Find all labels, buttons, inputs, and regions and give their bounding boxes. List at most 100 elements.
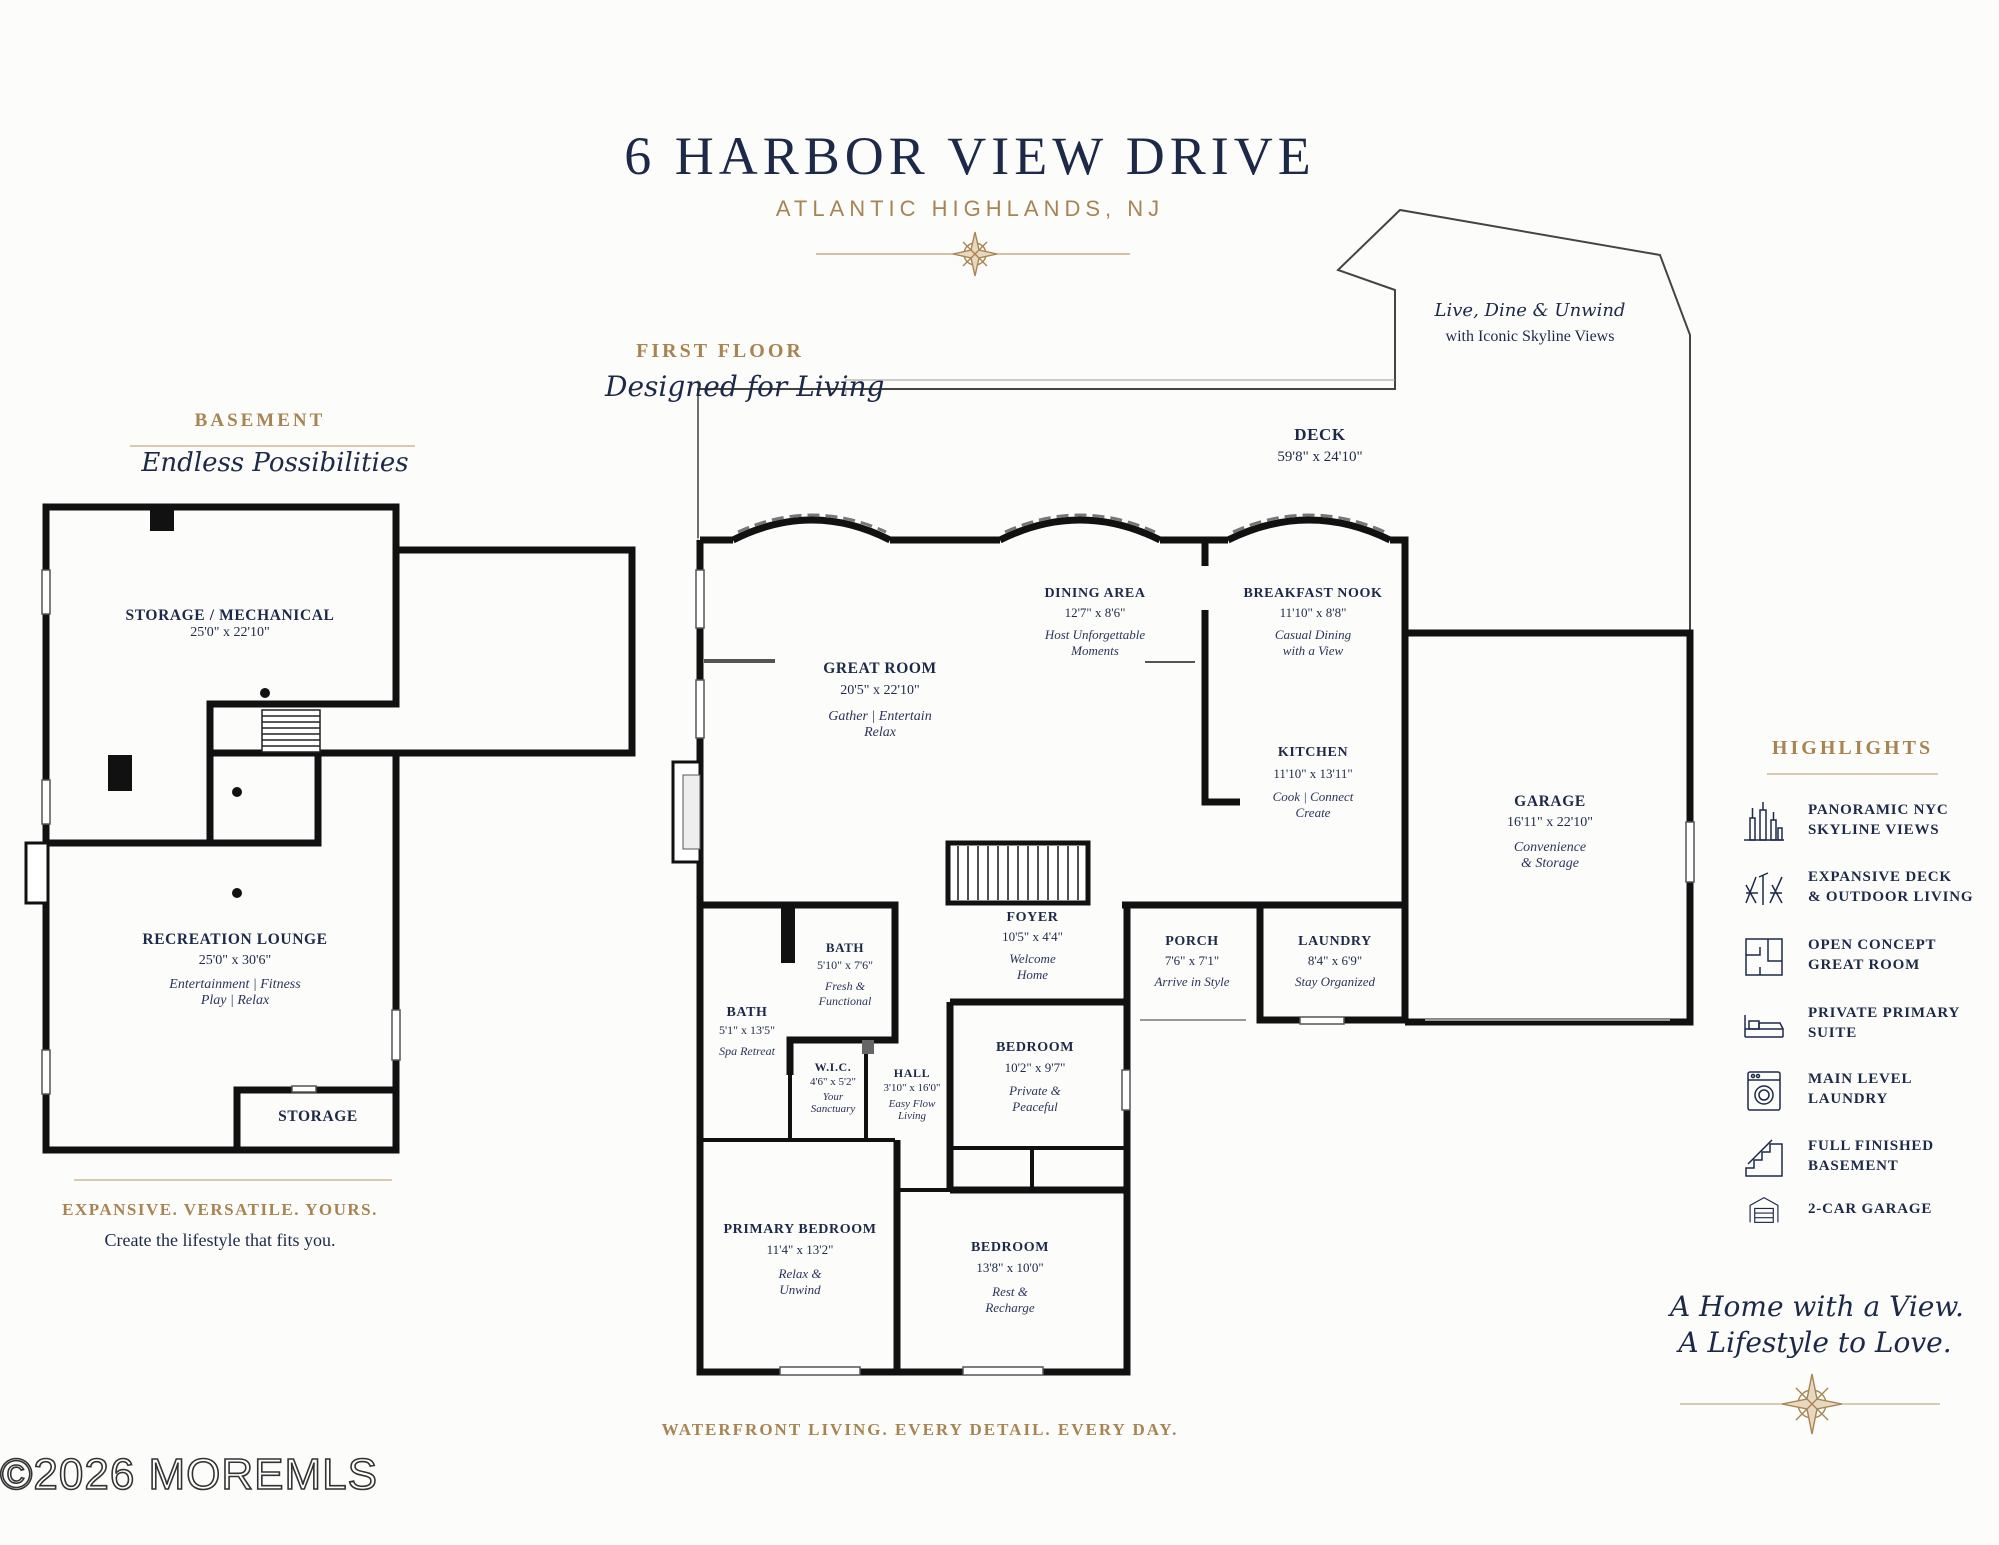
deck-note: with Iconic Skyline Views bbox=[1445, 328, 1615, 345]
room-recreation-lounge: RECREATION LOUNGE 25'0" x 30'6" Entertai… bbox=[115, 931, 355, 1009]
room-desc: Create bbox=[1295, 805, 1331, 820]
room-name: DINING AREA bbox=[1044, 586, 1146, 601]
room-dims: 11'4" x 13'2" bbox=[766, 1242, 834, 1257]
room-desc: Arrive in Style bbox=[1154, 974, 1230, 989]
room-desc: Gather | Entertain bbox=[828, 709, 932, 724]
room-dims: 25'0" x 30'6" bbox=[198, 953, 272, 968]
highlight-line: PANORAMIC NYC bbox=[1808, 802, 1949, 818]
skyline-icon bbox=[1744, 802, 1784, 841]
room-dims: 13'8" x 10'0" bbox=[976, 1260, 1044, 1275]
room-name: FOYER bbox=[1006, 910, 1059, 925]
slogan-line-1: A Home with a View. bbox=[1670, 1290, 1964, 1323]
highlights-heading: HIGHLIGHTS bbox=[1771, 737, 1934, 759]
room-name: BATH bbox=[825, 940, 865, 955]
room-desc: Play | Relax bbox=[200, 993, 270, 1008]
room-bedroom-b: BEDROOM 13'8" x 10'0" Rest & Recharge bbox=[950, 1240, 1070, 1316]
room-bedroom-a: BEDROOM 10'2" x 9'7" Private & Peaceful bbox=[975, 1040, 1095, 1115]
room-name: PORCH bbox=[1165, 934, 1219, 949]
room-desc: & Storage bbox=[1521, 856, 1579, 871]
room-desc: Welcome bbox=[1009, 951, 1056, 966]
compass-rose-icon bbox=[952, 231, 998, 277]
room-dims: 16'11" x 22'10" bbox=[1507, 815, 1593, 830]
room-laundry: LAUNDRY 8'4" x 6'9" Stay Organized bbox=[1270, 934, 1400, 990]
room-dims: 3'10" x 16'0" bbox=[883, 1082, 941, 1094]
room-wic: W.I.C. 4'6" x 5'2" Your Sanctuary bbox=[796, 1060, 870, 1115]
highlight-item: 2-CAR GARAGE bbox=[1742, 1193, 1978, 1227]
room-desc: Moments bbox=[1071, 643, 1119, 658]
highlight-line: FULL FINISHED bbox=[1808, 1138, 1934, 1154]
room-desc: Rest & bbox=[992, 1284, 1028, 1299]
basement-footer-heading: EXPANSIVE. VERSATILE. YOURS. bbox=[62, 1200, 378, 1219]
room-desc: Casual Dining bbox=[1274, 627, 1352, 642]
highlight-line: BASEMENT bbox=[1808, 1158, 1899, 1174]
room-name: LAUNDRY bbox=[1298, 934, 1372, 949]
room-bath-main: BATH 5'1" x 13'5" Spa Retreat bbox=[706, 1005, 788, 1059]
room-dims: 25'0" x 22'10" bbox=[190, 625, 270, 640]
compass-rose-icon bbox=[1781, 1373, 1843, 1435]
room-dims: 20'5" x 22'10" bbox=[840, 683, 920, 698]
room-dims: 5'10" x 7'6" bbox=[816, 958, 874, 972]
room-hall: HALL 3'10" x 16'0" Easy Flow Living bbox=[874, 1066, 950, 1122]
floorplan-icon bbox=[1745, 938, 1783, 976]
room-desc: with a View bbox=[1282, 643, 1344, 658]
room-great-room: GREAT ROOM 20'5" x 22'10" Gather | Enter… bbox=[780, 660, 980, 741]
room-desc: Unwind bbox=[779, 1282, 821, 1297]
room-dims: 59'8" x 24'10" bbox=[1277, 449, 1363, 465]
stairs-icon bbox=[1745, 1139, 1783, 1177]
basement-footer-text: Create the lifestyle that fits you. bbox=[104, 1230, 336, 1250]
highlight-line: EXPANSIVE DECK bbox=[1808, 869, 1952, 885]
highlight-line: & OUTDOOR LIVING bbox=[1808, 889, 1974, 905]
basement-heading: BASEMENT bbox=[194, 410, 326, 431]
washer-icon bbox=[1747, 1071, 1781, 1111]
room-desc: Stay Organized bbox=[1294, 974, 1376, 989]
room-desc: Living bbox=[897, 1110, 927, 1122]
room-name: RECREATION LOUNGE bbox=[142, 931, 328, 948]
page-title: 6 HARBOR VIEW DRIVE bbox=[624, 126, 1316, 186]
room-desc: Easy Flow bbox=[888, 1098, 936, 1110]
room-dims: 7'6" x 7'1" bbox=[1164, 953, 1220, 968]
first-floor-plan bbox=[671, 208, 1695, 1376]
room-storage: STORAGE bbox=[278, 1108, 358, 1125]
room-dims: 5'1" x 13'5" bbox=[718, 1023, 776, 1037]
room-name: BEDROOM bbox=[970, 1240, 1050, 1255]
room-dims: 10'5" x 4'4" bbox=[1002, 929, 1063, 944]
page-subtitle: ATLANTIC HIGHLANDS, NJ bbox=[775, 196, 1165, 221]
room-kitchen: KITCHEN 11'10" x 13'11" Cook | Connect C… bbox=[1238, 745, 1388, 821]
room-dining-area: DINING AREA 12'7" x 8'6" Host Unforgetta… bbox=[1020, 586, 1170, 659]
deck-note-script: Live, Dine & Unwind bbox=[1434, 300, 1626, 321]
room-name: DECK bbox=[1294, 425, 1346, 444]
room-name: KITCHEN bbox=[1277, 745, 1349, 760]
room-storage-mechanical: STORAGE / MECHANICAL 25'0" x 22'10" bbox=[120, 607, 340, 641]
room-dims: 12'7" x 8'6" bbox=[1064, 605, 1126, 620]
room-desc: Your bbox=[822, 1091, 844, 1103]
room-desc: Entertainment | Fitness bbox=[169, 977, 301, 992]
room-desc: Cook | Connect bbox=[1272, 789, 1354, 804]
room-name: BEDROOM bbox=[995, 1040, 1075, 1055]
basement-tagline: Endless Possibilities bbox=[141, 448, 409, 478]
slogan-line-2: A Lifestyle to Love. bbox=[1678, 1326, 1952, 1359]
garage-icon bbox=[1749, 1196, 1779, 1223]
room-name: BREAKFAST NOOK bbox=[1243, 586, 1383, 601]
room-desc: Convenience bbox=[1513, 840, 1587, 855]
room-porch: PORCH 7'6" x 7'1" Arrive in Style bbox=[1132, 934, 1252, 990]
highlight-item: FULL FINISHED BASEMENT bbox=[1742, 1136, 1978, 1180]
room-dims: 8'4" x 6'9" bbox=[1307, 953, 1363, 968]
room-dims: 10'2" x 9'7" bbox=[1004, 1060, 1066, 1075]
room-desc: Host Unforgettable bbox=[1044, 627, 1146, 642]
room-garage: GARAGE 16'11" x 22'10" Convenience & Sto… bbox=[1475, 793, 1625, 872]
room-desc: Peaceful bbox=[1012, 1099, 1058, 1114]
room-name: STORAGE / MECHANICAL bbox=[125, 607, 335, 624]
watermark: ©2026 MOREMLS bbox=[0, 1449, 378, 1500]
room-desc: Recharge bbox=[985, 1300, 1035, 1315]
room-desc: Relax & bbox=[778, 1266, 822, 1281]
room-name: GARAGE bbox=[1514, 793, 1586, 810]
highlight-item: EXPANSIVE DECK & OUTDOOR LIVING bbox=[1742, 867, 1978, 911]
basement-plan bbox=[24, 503, 636, 1154]
room-bath-small: BATH 5'10" x 7'6" Fresh & Functional bbox=[800, 940, 890, 1009]
room-breakfast-nook: BREAKFAST NOOK 11'10" x 8'8" Casual Dini… bbox=[1228, 586, 1398, 659]
bed-icon bbox=[1744, 1015, 1784, 1038]
